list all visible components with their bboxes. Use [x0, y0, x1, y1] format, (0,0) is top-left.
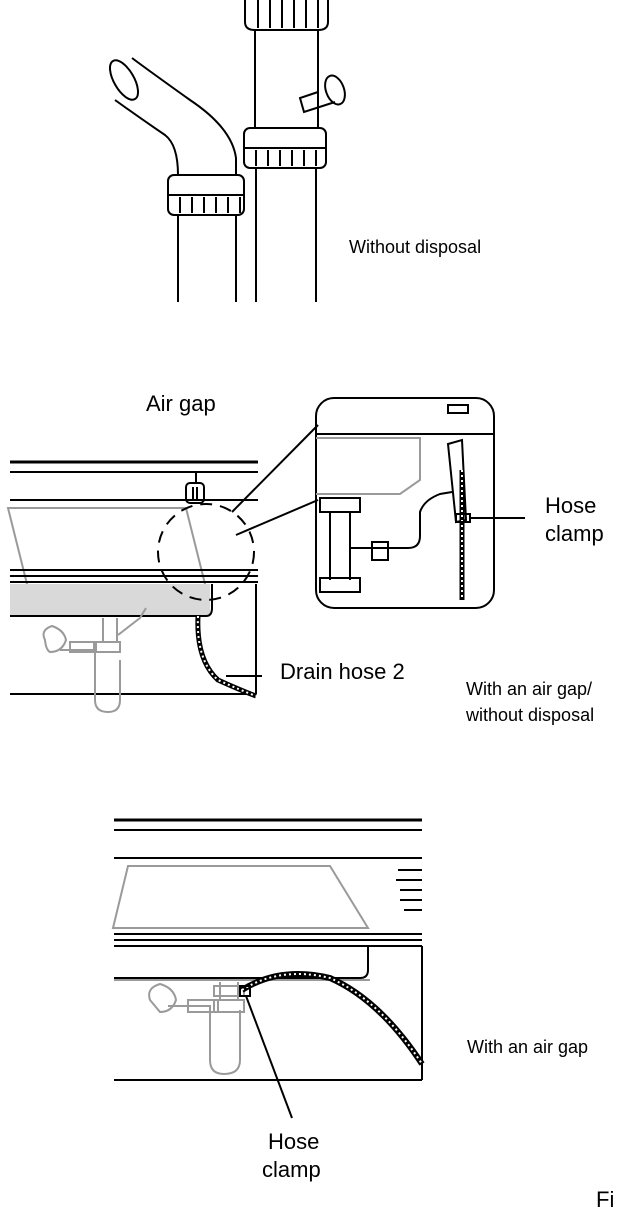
sink-air-gap-without-disposal: [6, 424, 319, 714]
label-hose-clamp-inset-line1: Hose: [545, 493, 597, 518]
label-hose-clamp-bottom-line2: clamp: [262, 1157, 321, 1182]
label-with-air-gap-without-disposal-line1: With an air gap/: [466, 679, 593, 699]
label-air-gap: Air gap: [146, 391, 216, 416]
label-hose-clamp-bottom-line1: Hose: [268, 1129, 320, 1154]
label-with-air-gap: With an air gap: [467, 1037, 589, 1057]
air-gap-inset: [315, 397, 525, 609]
pipes-without-disposal: [109, 0, 346, 302]
label-without-disposal: Without disposal: [349, 237, 482, 257]
label-hose-clamp-inset-line2: clamp: [545, 521, 604, 546]
label-figure-partial: Fi: [596, 1187, 615, 1212]
label-with-air-gap-without-disposal-line2: without disposal: [466, 705, 595, 725]
label-drain-hose-2: Drain hose 2: [280, 659, 405, 684]
sink-with-air-gap: [111, 818, 425, 1119]
